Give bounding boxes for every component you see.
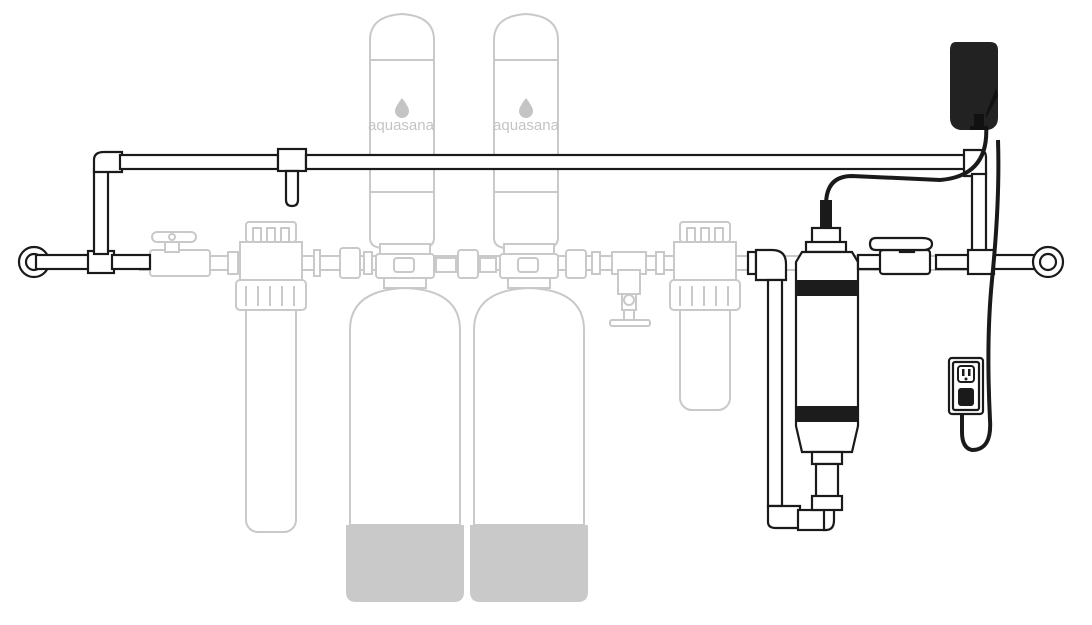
inlet-wall-flange xyxy=(17,245,152,279)
outlet-shutoff-valve xyxy=(856,236,972,276)
uv-sterilizer-chamber xyxy=(794,226,860,512)
wall-outlet-icon xyxy=(947,356,985,416)
uv-lamp-cable xyxy=(820,123,989,228)
post-filter-housing xyxy=(669,221,741,411)
bypass-line xyxy=(92,147,988,256)
uv-loop-piping xyxy=(746,248,836,532)
tank-brand-left: aquasana xyxy=(368,117,435,134)
uv-power-supply xyxy=(950,42,998,130)
power-cord xyxy=(960,139,1001,453)
tank-coupling xyxy=(435,249,497,279)
filter-tank-left: aquasana xyxy=(346,12,464,602)
water-drop-icon xyxy=(395,98,409,118)
pipe-fittings-left xyxy=(313,247,373,279)
inlet-shutoff-valve xyxy=(149,231,239,277)
water-drop-icon xyxy=(519,98,533,118)
tank-brand-right: aquasana xyxy=(493,117,560,134)
pre-filter-housing-left xyxy=(235,221,307,533)
drain-tee-valve xyxy=(609,251,665,327)
filter-tank-right: aquasana xyxy=(470,12,588,602)
outlet-wall-flange xyxy=(966,245,1065,279)
pipe-fittings-right xyxy=(565,249,601,279)
